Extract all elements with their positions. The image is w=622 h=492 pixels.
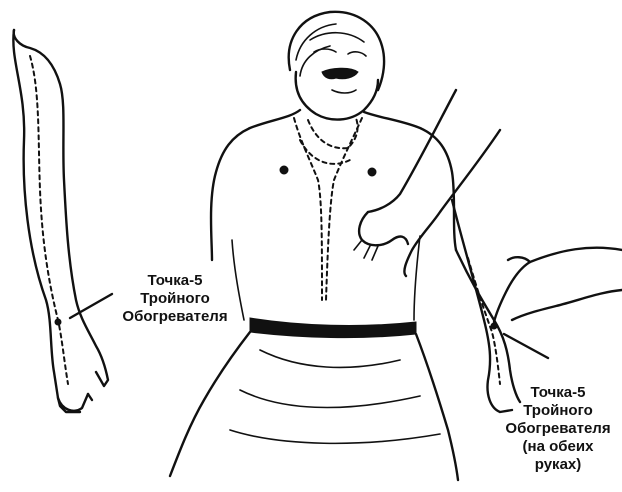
right-label-line: Точка-5 — [496, 384, 620, 402]
right-pointer-line — [504, 334, 548, 358]
left-label-line: Обогревателя — [116, 308, 234, 326]
right-label-line: Тройного — [496, 402, 620, 420]
right-point-5-marker — [491, 323, 497, 329]
right-point-label: Точка-5 Тройного Обогревателя (на обеих … — [496, 384, 620, 474]
right-label-line: Обогревателя — [496, 420, 620, 438]
left-label-line: Точка-5 — [116, 272, 234, 290]
right-label-line: (на обеих — [496, 438, 620, 456]
helper-hand-belly — [354, 90, 500, 276]
left-point-5-marker — [55, 319, 61, 325]
right-arm-drawing — [452, 200, 622, 412]
right-label-line: руках) — [496, 456, 620, 474]
left-label-line: Тройного — [116, 290, 234, 308]
left-arm-drawing — [13, 30, 112, 412]
left-point-label: Точка-5 Тройного Обогревателя — [116, 272, 234, 326]
